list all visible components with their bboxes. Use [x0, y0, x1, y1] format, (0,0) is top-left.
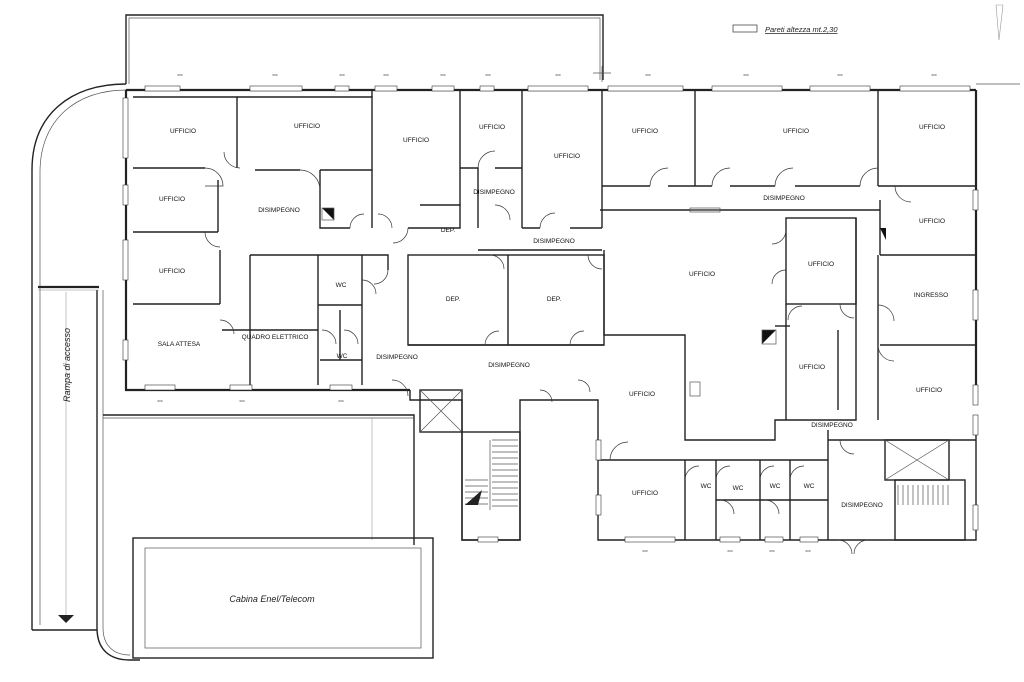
room-label: WC	[337, 353, 348, 360]
svg-text:000: 000	[743, 73, 748, 77]
ramp-arrow-icon	[58, 615, 74, 623]
room-label: UFFICIO	[159, 268, 185, 275]
svg-text:000: 000	[383, 73, 388, 77]
svg-text:000: 000	[440, 73, 445, 77]
room-label: UFFICIO	[159, 196, 185, 203]
room-label: WC	[733, 485, 744, 492]
room-label: DISIMPEGNO	[811, 422, 853, 429]
external-area: Cabina Enel/Telecom	[103, 414, 434, 659]
room-label: UFFICIO	[403, 137, 429, 144]
room-label: DISIMPEGNO	[258, 207, 300, 214]
svg-text:000: 000	[339, 73, 344, 77]
room-label: UFFICIO	[689, 271, 715, 278]
room-label: DEP.	[547, 296, 562, 303]
window-tags: 000 000 000 000 000 000 000 000 000 000 …	[157, 73, 936, 553]
room-labels: UFFICIO UFFICIO UFFICIO UFFICIO UFFICIO …	[158, 123, 948, 509]
room-label: UFFICIO	[783, 128, 809, 135]
svg-text:000: 000	[272, 73, 277, 77]
room-label: UFFICIO	[632, 128, 658, 135]
cabina-enel-telecom	[132, 537, 434, 659]
room-label: DISIMPEGNO	[376, 354, 418, 361]
room-label: DISIMPEGNO	[841, 502, 883, 509]
room-label: UFFICIO	[799, 364, 825, 371]
legend: Pareti altezza mt.2,30	[732, 24, 838, 34]
room-label: WC	[770, 483, 781, 490]
room-label: WC	[804, 483, 815, 490]
svg-text:000: 000	[177, 73, 182, 77]
room-label: INGRESSO	[914, 292, 948, 299]
door-swings	[204, 150, 912, 555]
room-label: UFFICIO	[919, 218, 945, 225]
room-label: WC	[701, 483, 712, 490]
svg-text:000: 000	[837, 73, 842, 77]
svg-text:000: 000	[239, 399, 244, 403]
stair-arrow-icon-2	[930, 510, 948, 528]
access-ramp: Rampa di accesso	[31, 83, 140, 661]
svg-text:000: 000	[157, 399, 162, 403]
svg-text:000: 000	[805, 549, 810, 553]
room-label: UFFICIO	[294, 123, 320, 130]
room-label: DISIMPEGNO	[488, 362, 530, 369]
room-label: DEP.	[446, 296, 461, 303]
room-label: UFFICIO	[170, 128, 196, 135]
svg-text:000: 000	[338, 399, 343, 403]
room-label: WC	[336, 282, 347, 289]
room-label: DISIMPEGNO	[533, 238, 575, 245]
room-label: DEP.	[441, 227, 456, 234]
legend-swatch	[732, 24, 758, 33]
room-label: UFFICIO	[916, 387, 942, 394]
room-label: DISIMPEGNO	[763, 195, 805, 202]
courtyard-outline	[125, 14, 611, 84]
svg-text:000: 000	[645, 73, 650, 77]
svg-text:000: 000	[769, 549, 774, 553]
stair-arrow-icon	[465, 490, 482, 505]
windows	[122, 85, 979, 543]
svg-text:000: 000	[727, 549, 732, 553]
room-label: UFFICIO	[629, 391, 655, 398]
room-label: UFFICIO	[808, 261, 834, 268]
room-label: QUADRO ELETTRICO	[242, 334, 309, 341]
svg-text:000: 000	[931, 73, 936, 77]
room-label: UFFICIO	[919, 124, 945, 131]
ramp-label: Rampa di accesso	[62, 328, 72, 402]
svg-text:000: 000	[485, 73, 490, 77]
svg-text:000: 000	[555, 73, 560, 77]
stairs	[419, 389, 966, 541]
svg-text:000: 000	[642, 549, 647, 553]
cabina-label: Cabina Enel/Telecom	[229, 594, 315, 604]
room-label: UFFICIO	[632, 490, 658, 497]
legend-label: Pareti altezza mt.2,30	[765, 25, 838, 34]
fixtures	[321, 207, 886, 397]
room-label: UFFICIO	[554, 153, 580, 160]
north-arrow-icon	[995, 4, 1004, 41]
room-label: SALA ATTESA	[158, 341, 201, 348]
room-label: DISIMPEGNO	[473, 189, 515, 196]
room-label: UFFICIO	[479, 124, 505, 131]
